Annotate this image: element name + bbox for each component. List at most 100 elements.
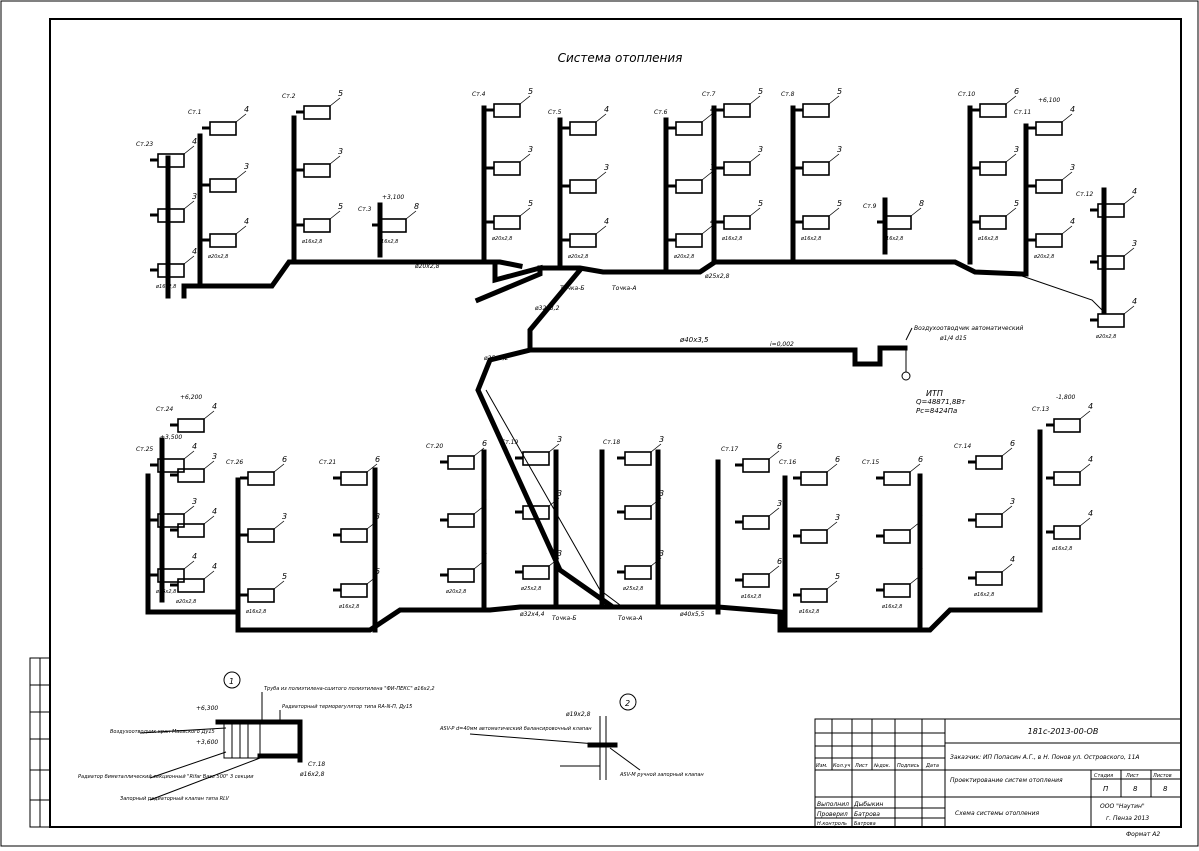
riser-diameter: ø25х2,8 xyxy=(520,586,541,592)
section-count: 6 xyxy=(777,557,782,566)
stamp-col-4: Подпись xyxy=(897,763,920,769)
leader-line xyxy=(1005,207,1017,217)
leader-line xyxy=(768,565,780,575)
riser-id: Ст.3 xyxy=(358,206,372,213)
radiator xyxy=(883,471,911,486)
riser-diameter: ø20х2,8 xyxy=(1033,254,1054,260)
section-count: 6 xyxy=(1010,439,1015,448)
radiator xyxy=(247,528,275,543)
main-annotations: ø40х3,5 i=0,002 Воздухоотводчик автомати… xyxy=(414,263,1023,622)
leader-line xyxy=(1005,153,1017,163)
riser-diameter: ø16х2,8 xyxy=(800,236,821,242)
leader-line xyxy=(909,575,921,585)
section-count: 6 xyxy=(777,442,782,451)
riser-id: Ст.18 xyxy=(603,439,620,446)
leader-line xyxy=(701,171,713,181)
radiator xyxy=(157,263,185,278)
section-count: 3 xyxy=(777,499,782,508)
riser-diameter: ø20х2,8 xyxy=(567,254,588,260)
riser-diameter: ø20х2,8 xyxy=(673,254,694,260)
tochka-b-upper: Точка-Б xyxy=(560,285,584,292)
main-pipe-label: ø40х3,5 xyxy=(679,336,709,344)
radiator xyxy=(522,451,550,466)
section-count: 3 xyxy=(659,489,664,498)
radiator xyxy=(177,578,205,593)
radiator xyxy=(209,178,237,193)
riser-id: Ст.6 xyxy=(654,109,668,116)
section-count: 6 xyxy=(918,455,923,464)
detail-1-radiator-note: Радиатор биметаллический секционный "Rif… xyxy=(78,774,254,780)
radiator xyxy=(723,103,751,118)
radiator xyxy=(1035,179,1063,194)
riser-diameter: ø16х2,8 xyxy=(798,609,819,615)
leader-line xyxy=(203,460,215,470)
pipe-label-3: ø25х2,8 xyxy=(704,273,730,280)
radiator xyxy=(802,161,830,176)
itp-label: ИТП xyxy=(926,389,943,398)
stamp-sheet: 8 xyxy=(1133,785,1138,793)
section-count: 4 xyxy=(710,105,715,114)
riser-id: Ст.8 xyxy=(781,91,795,98)
radiator xyxy=(569,233,597,248)
leader-line xyxy=(548,557,560,567)
section-count: 3 xyxy=(710,163,715,172)
section-count: 3 xyxy=(557,435,562,444)
radiator xyxy=(247,471,275,486)
detail-1-mark-1: +6,300 xyxy=(196,705,218,712)
section-count: 6 xyxy=(375,455,380,464)
radiator xyxy=(975,513,1003,528)
riser-diameter: ø16х2,8 xyxy=(245,609,266,615)
stamp-col-5: Дата xyxy=(925,763,939,769)
radiator xyxy=(447,513,475,528)
riser-id: Ст.13 xyxy=(1032,406,1049,413)
leader-line xyxy=(1001,563,1013,573)
section-count: 8 xyxy=(919,199,924,208)
radiator xyxy=(675,121,703,136)
leader-line xyxy=(519,153,531,163)
radiator xyxy=(340,528,368,543)
section-count: 4 xyxy=(1132,187,1137,196)
leader-line xyxy=(595,171,607,181)
leader-line xyxy=(826,463,838,473)
leader-line xyxy=(749,95,761,105)
radiator xyxy=(1053,471,1081,486)
detail-2-number: 2 xyxy=(625,699,630,708)
leader-line xyxy=(650,443,662,453)
slope-label: i=0,002 xyxy=(770,341,794,348)
section-count: 3 xyxy=(557,549,562,558)
radiator xyxy=(1053,525,1081,540)
stamp-sheet-head: Лист xyxy=(1125,773,1140,779)
radiator xyxy=(723,215,751,230)
section-count: 3 xyxy=(1014,145,1019,154)
riser-diameter: ø25х2,8 xyxy=(622,586,643,592)
leader-line xyxy=(1123,305,1135,315)
detail-1-air-note: Воздухоотводчик кран Маевского Ду15 xyxy=(110,729,215,735)
stamp-project: Проектирование систем отопления xyxy=(950,777,1063,784)
leader-line xyxy=(768,450,780,460)
radiator xyxy=(723,161,751,176)
detail-2-asvp: ASV-P d=40мм автоматический балансировоч… xyxy=(439,726,592,732)
riser-id: Ст.5 xyxy=(548,109,562,116)
leader-line xyxy=(183,505,195,515)
section-count: 3 xyxy=(338,147,343,156)
riser-diameter: ø20х2,8 xyxy=(1095,334,1116,340)
leader-line xyxy=(366,463,378,473)
radiator xyxy=(800,471,828,486)
radiator xyxy=(1035,121,1063,136)
section-count: 5 xyxy=(338,89,343,98)
radiator xyxy=(303,163,331,178)
radiator xyxy=(975,455,1003,470)
stamp-org-2: г. Пенза 2013 xyxy=(1106,815,1149,822)
riser-diameter: ø16х2,8 xyxy=(973,592,994,598)
leader-line xyxy=(519,95,531,105)
leader-line xyxy=(548,443,560,453)
leader-line xyxy=(650,497,662,507)
